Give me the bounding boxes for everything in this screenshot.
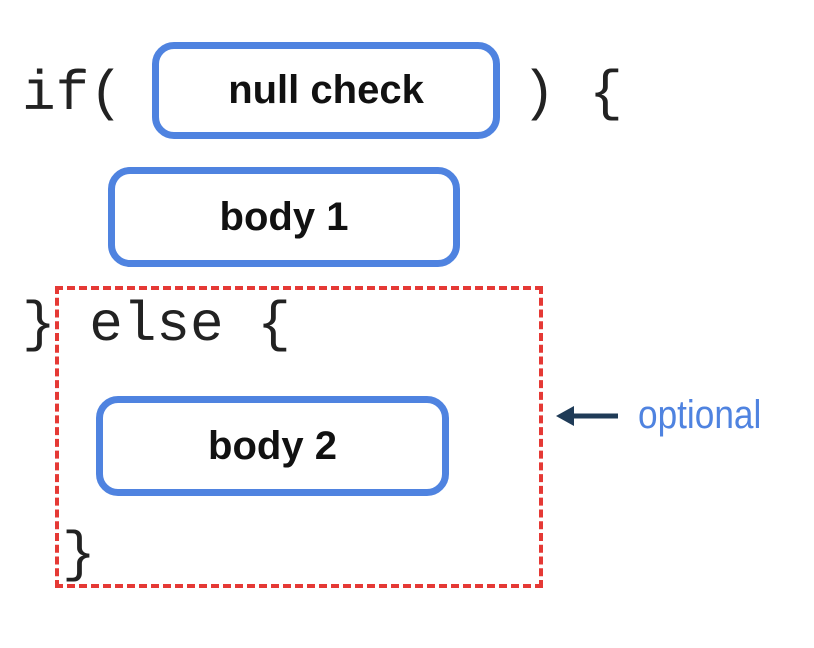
body-1-block: body 1 (108, 167, 460, 267)
if-keyword-code: if( (22, 62, 123, 126)
body-1-label: body 1 (219, 194, 349, 239)
closing-brace-code: } (62, 523, 96, 587)
optional-annotation: optional (638, 393, 762, 437)
null-check-block: null check (152, 42, 500, 139)
optional-else-region (55, 286, 543, 588)
null-check-label: null check (228, 68, 424, 112)
else-keyword-code: } else { (22, 293, 291, 357)
left-arrow-icon (556, 406, 618, 426)
body-2-label: body 2 (208, 423, 337, 468)
body-2-block: body 2 (96, 396, 449, 496)
if-close-brace-code: ) { (522, 62, 623, 126)
